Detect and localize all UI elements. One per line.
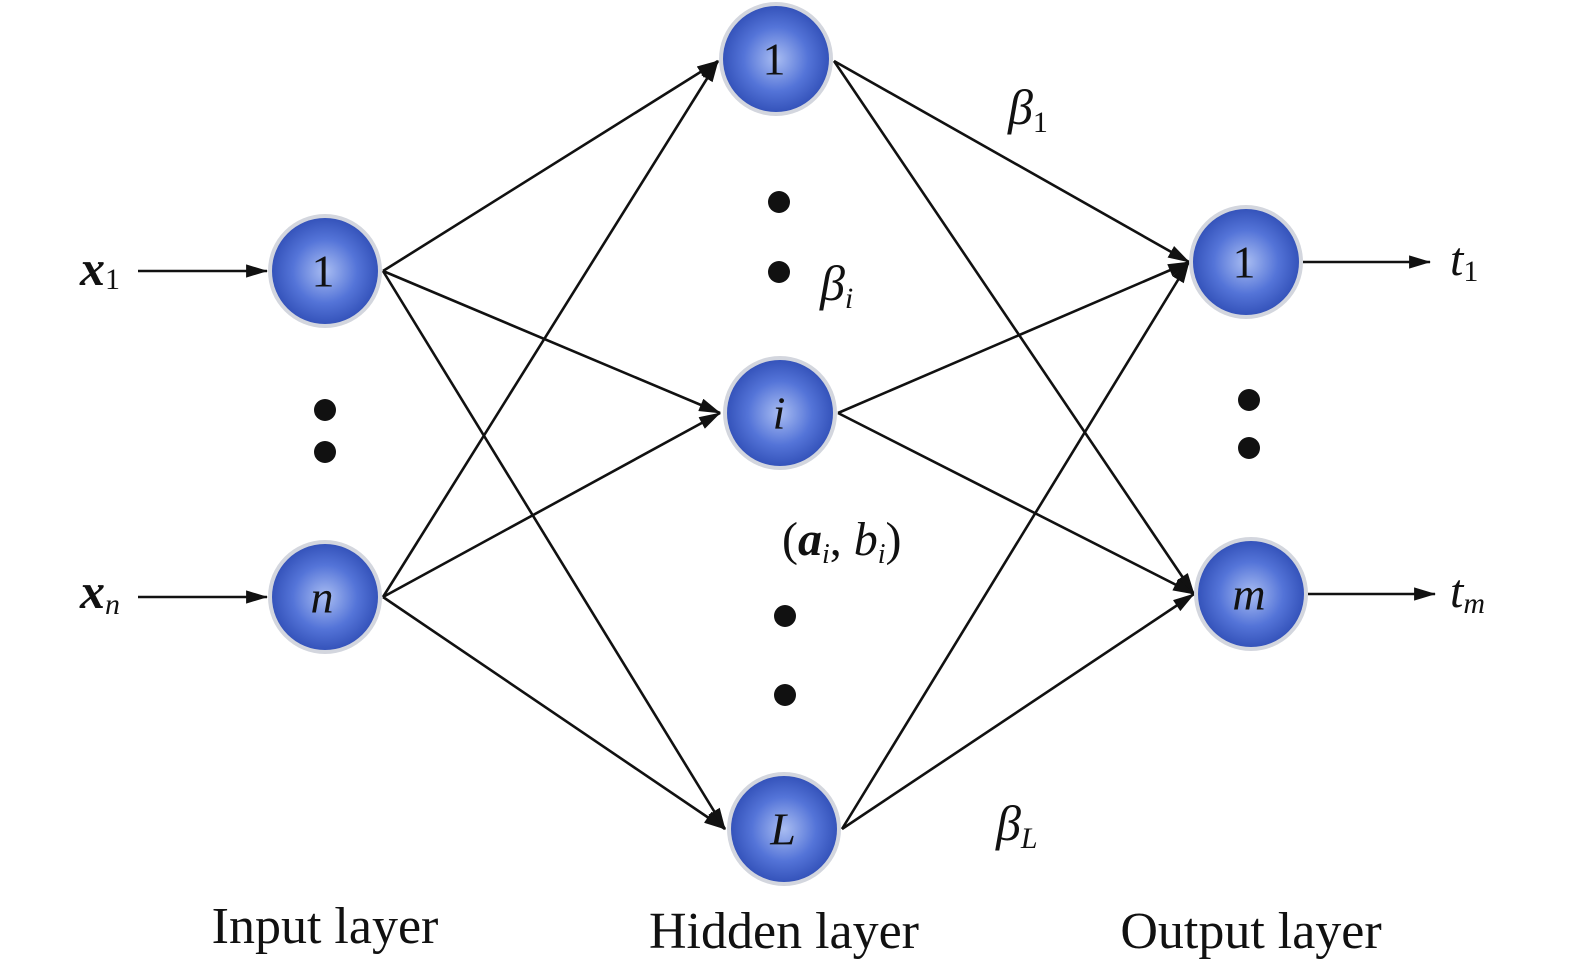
weight-label-beta1: β1 — [1007, 79, 1048, 139]
input-layer-caption: Input layer — [212, 898, 439, 955]
edge-hi-outm — [837, 411, 1195, 596]
output-layer-caption: Output layer — [1120, 903, 1381, 960]
svg-text:i: i — [773, 388, 786, 439]
svg-text:L: L — [769, 804, 796, 855]
hidden-output-edges — [832, 59, 1196, 831]
hidden-node-i: i — [723, 356, 837, 470]
edge-inn-hL — [382, 595, 726, 831]
svg-text:n: n — [311, 572, 334, 623]
edge-inn-h1 — [381, 60, 720, 598]
edge-h1-out1 — [833, 59, 1190, 264]
svg-text:1: 1 — [763, 34, 786, 85]
svg-text:m: m — [1232, 569, 1265, 620]
edge-hL-outm — [841, 592, 1195, 831]
input-label-xn: xn — [79, 563, 120, 621]
edge-in1-hi — [382, 269, 722, 415]
svg-text:1: 1 — [312, 246, 335, 297]
output-label-t1: t1 — [1450, 233, 1478, 288]
input-node-1: 1 — [268, 214, 382, 328]
hidden-node-1: 1 — [719, 2, 833, 116]
edge-hi-out1 — [837, 260, 1191, 415]
weight-label-betaL: βL — [995, 795, 1038, 855]
input-node-n: n — [268, 540, 382, 654]
edge-h1-outm — [832, 60, 1196, 595]
hidden-node-L: L — [727, 772, 841, 886]
input-hidden-edges — [381, 59, 727, 831]
svg-text:1: 1 — [1233, 237, 1256, 288]
output-node-1: 1 — [1189, 205, 1303, 319]
input-label-x1: x1 — [79, 240, 120, 296]
edge-in1-hL — [381, 270, 727, 830]
hidden-ellipsis-lower — [774, 605, 796, 706]
edge-inn-hi — [382, 411, 721, 599]
edge-in1-h1 — [382, 59, 719, 273]
hidden-ellipsis-upper — [768, 191, 790, 283]
output-label-tm: tm — [1450, 565, 1485, 620]
hidden-layer-caption: Hidden layer — [649, 903, 919, 960]
output-node-m: m — [1194, 537, 1308, 651]
input-ellipsis — [314, 399, 336, 463]
hidden-params-label: (ai, bi) — [782, 513, 902, 570]
output-ellipsis — [1238, 389, 1260, 459]
weight-label-betai: βi — [819, 255, 853, 315]
edge-hL-out1 — [840, 261, 1191, 830]
